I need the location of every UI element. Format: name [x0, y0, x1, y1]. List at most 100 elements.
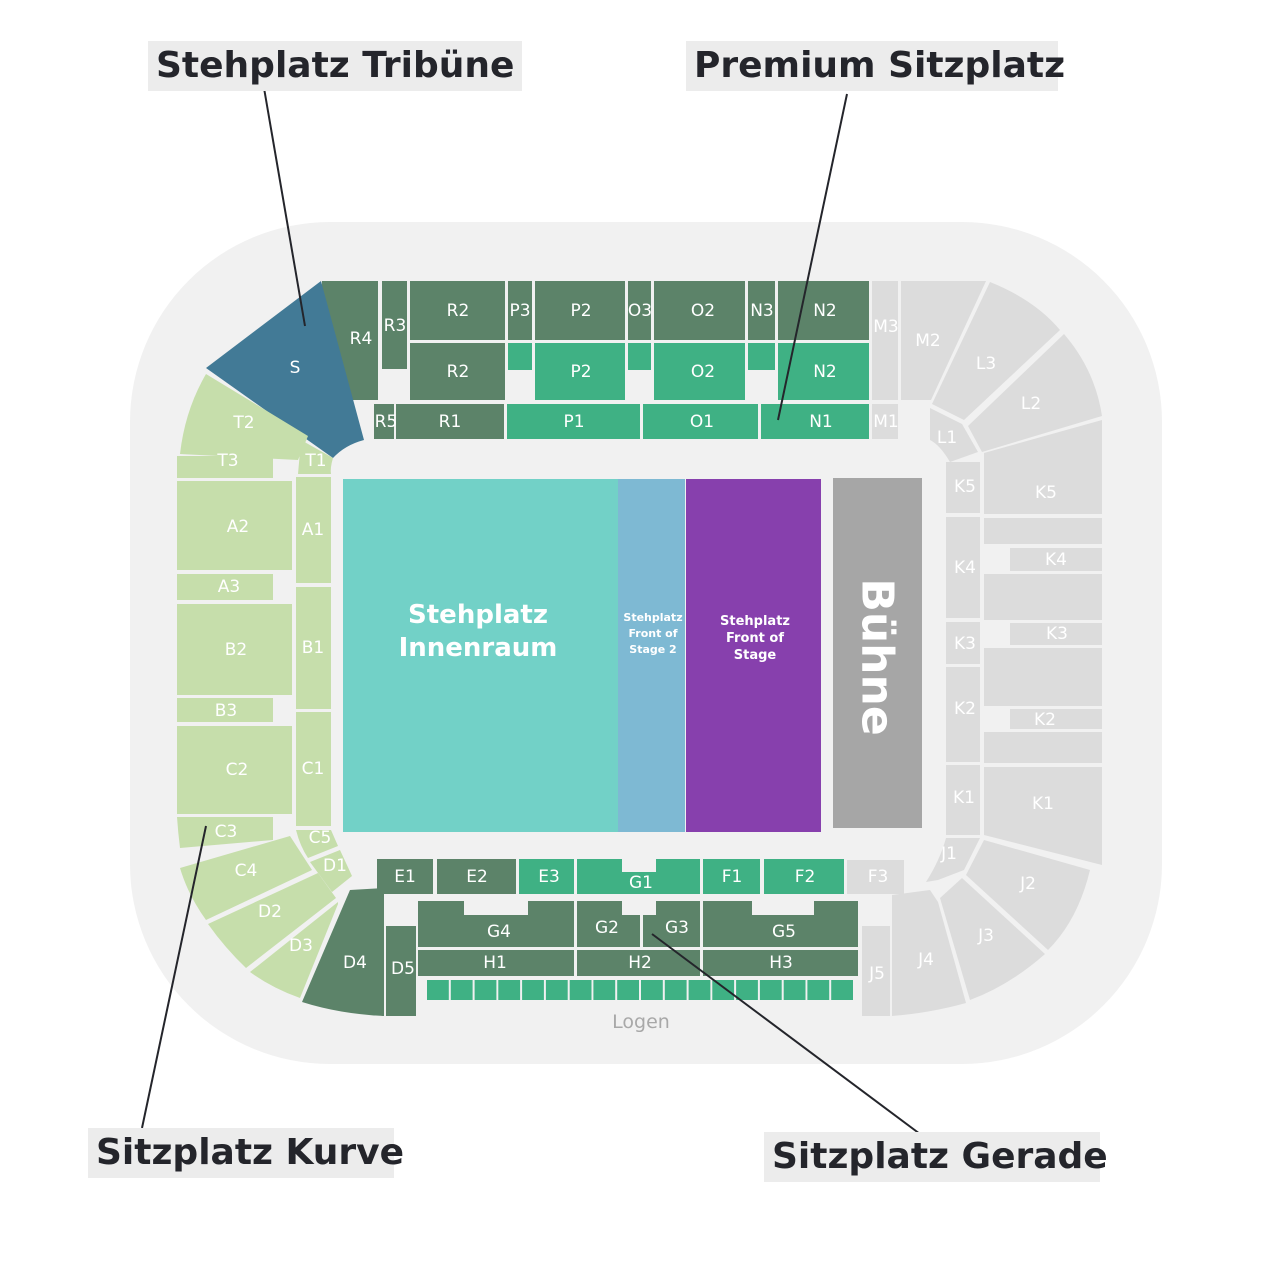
section-l1[interactable] — [930, 408, 978, 462]
section-m1[interactable] — [872, 404, 898, 439]
section-k4[interactable] — [1010, 548, 1102, 571]
section-g4[interactable] — [418, 901, 574, 947]
section-h1[interactable] — [418, 950, 574, 976]
loge-box[interactable] — [545, 980, 568, 1000]
section-n1[interactable] — [761, 404, 869, 439]
section-k3-inner[interactable] — [946, 622, 980, 664]
section-c4[interactable] — [180, 836, 312, 920]
section-j4[interactable] — [892, 890, 966, 1016]
section-c1[interactable] — [296, 712, 331, 826]
section-o2-lower[interactable] — [654, 343, 745, 400]
loge-box[interactable] — [522, 980, 544, 1000]
loge-box[interactable] — [831, 980, 853, 1000]
section-p3-lower[interactable] — [508, 343, 532, 370]
section-g3[interactable] — [643, 901, 700, 947]
section-k5[interactable] — [984, 420, 1102, 514]
section-p3[interactable] — [508, 281, 532, 340]
section-b3[interactable] — [177, 698, 273, 722]
section-g1[interactable] — [577, 859, 700, 894]
section-f1[interactable] — [703, 859, 760, 894]
section-k1-inner[interactable] — [946, 765, 980, 835]
section-g5[interactable] — [703, 901, 858, 947]
section-k2[interactable] — [1010, 709, 1102, 729]
section-l3[interactable] — [932, 282, 1060, 420]
section-k2-inner[interactable] — [946, 667, 980, 762]
section-f3[interactable] — [847, 860, 904, 894]
section-r2-lower[interactable] — [410, 343, 505, 400]
area-front-of-stage-2[interactable] — [618, 479, 685, 832]
section-e1[interactable] — [377, 859, 433, 894]
section-a3[interactable] — [177, 574, 273, 600]
section-n3[interactable] — [748, 281, 775, 340]
section-o2-upper[interactable] — [654, 281, 745, 340]
loge-box[interactable] — [783, 980, 806, 1000]
section-j1[interactable] — [926, 838, 980, 882]
section-p2-upper[interactable] — [535, 281, 625, 340]
section-n2-upper[interactable] — [778, 281, 869, 340]
section-e2[interactable] — [437, 859, 516, 894]
loge-box[interactable] — [569, 980, 592, 1000]
section-d3[interactable] — [250, 902, 338, 998]
loge-box[interactable] — [641, 980, 663, 1000]
loge-box[interactable] — [736, 980, 758, 1000]
loge-box[interactable] — [450, 980, 473, 1000]
section-j5[interactable] — [862, 926, 890, 1016]
section-a1[interactable] — [296, 477, 331, 583]
section-c2[interactable] — [177, 726, 292, 814]
loge-box[interactable] — [664, 980, 687, 1000]
section-s-standing[interactable] — [206, 281, 364, 458]
section-c5[interactable] — [296, 830, 338, 858]
section-k1[interactable] — [984, 767, 1102, 865]
section-m2[interactable] — [901, 281, 986, 400]
section-b1[interactable] — [296, 587, 331, 709]
section-t1[interactable] — [298, 440, 333, 474]
section-r1[interactable] — [396, 404, 504, 439]
section-k4-inner[interactable] — [946, 517, 980, 618]
label-a2: A2 — [227, 517, 249, 537]
section-a2[interactable] — [177, 481, 292, 570]
area-front-of-stage[interactable] — [686, 479, 821, 832]
section-h3[interactable] — [703, 950, 858, 976]
section-k5-row[interactable] — [984, 518, 1102, 544]
section-t2[interactable] — [180, 374, 308, 460]
section-f2[interactable] — [764, 859, 844, 894]
loge-box[interactable] — [617, 980, 639, 1000]
section-j3[interactable] — [940, 878, 1045, 1000]
section-g2[interactable] — [577, 901, 640, 947]
section-r2-upper[interactable] — [410, 281, 505, 340]
section-o3[interactable] — [628, 281, 651, 340]
section-d1[interactable] — [310, 850, 352, 892]
area-stehplatz-innenraum[interactable] — [343, 479, 618, 832]
callout-premium-sitzplatz: Premium Sitzplatz — [686, 41, 1065, 91]
section-k4-row[interactable] — [984, 574, 1102, 620]
section-r5[interactable] — [374, 404, 394, 439]
loge-box[interactable] — [593, 980, 616, 1000]
section-p1[interactable] — [507, 404, 640, 439]
loge-box[interactable] — [474, 980, 497, 1000]
loge-box[interactable] — [712, 980, 735, 1000]
loge-box[interactable] — [498, 980, 521, 1000]
section-k3-row[interactable] — [984, 648, 1102, 706]
section-l2[interactable] — [968, 334, 1102, 452]
section-k5-inner[interactable] — [946, 462, 980, 513]
loge-box[interactable] — [688, 980, 711, 1000]
section-p2-lower[interactable] — [535, 343, 625, 400]
loge-box[interactable] — [807, 980, 830, 1000]
section-j2[interactable] — [966, 840, 1090, 950]
section-e3[interactable] — [519, 859, 574, 894]
section-o3-lower[interactable] — [628, 343, 651, 370]
section-o1[interactable] — [643, 404, 758, 439]
section-r3[interactable] — [382, 281, 407, 369]
section-d2[interactable] — [208, 873, 336, 968]
section-c3[interactable] — [177, 817, 273, 848]
section-d4[interactable] — [302, 888, 384, 1016]
section-t3[interactable] — [177, 456, 273, 478]
section-n3-lower[interactable] — [748, 343, 775, 370]
section-m3[interactable] — [872, 281, 898, 400]
section-k3[interactable] — [1010, 623, 1102, 645]
loge-box[interactable] — [759, 980, 782, 1000]
section-d5[interactable] — [386, 926, 416, 1016]
section-b2[interactable] — [177, 604, 292, 695]
loge-box[interactable] — [427, 980, 449, 1000]
section-k2-row[interactable] — [984, 732, 1102, 763]
